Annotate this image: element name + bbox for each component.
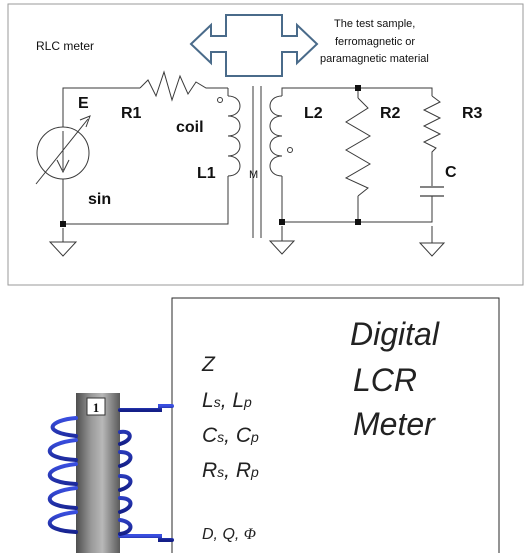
ground-far-right-icon — [418, 226, 446, 257]
motion-arrow-icon — [189, 14, 319, 77]
label-c: C — [445, 164, 457, 181]
ground-left-icon — [48, 228, 78, 257]
label-m: M — [249, 169, 258, 181]
schematic-panel: RLC meter The test sample, ferromagnetic… — [7, 3, 524, 286]
param-z: Z — [201, 353, 216, 376]
coil-winding-icon — [47, 404, 174, 542]
dot-l1-icon — [217, 97, 223, 103]
meter-title-line-2: LCR — [353, 362, 417, 398]
note-line-1: The test sample, — [334, 18, 415, 30]
junction-dots — [60, 85, 361, 227]
resistor-r1-icon — [139, 70, 228, 102]
param-c: Cs, Cp — [202, 424, 259, 447]
meter-title-line-3: Meter — [353, 406, 436, 442]
ac-source-icon — [35, 115, 91, 185]
note-line-2: ferromagnetic or — [335, 36, 415, 48]
param-l: Ls, Lp — [202, 389, 252, 412]
rlc-meter-label: RLC meter — [36, 39, 94, 53]
primary-wiring — [62, 70, 229, 225]
resistor-r3-icon — [422, 95, 442, 186]
label-l1: L1 — [197, 165, 216, 182]
inductor-l2-icon — [269, 95, 283, 177]
label-r3: R3 — [462, 105, 483, 122]
meter-title-line-1: Digital — [350, 316, 440, 352]
param-r: Rs, Rp — [202, 459, 259, 482]
label-l2: L2 — [304, 105, 323, 122]
sample-label-box — [86, 397, 106, 416]
lcr-meter-illustration: 1 Digital LCR Meter Z Ls, Lp Cs, Cp Rs, … — [47, 297, 500, 553]
sample-label: 1 — [93, 400, 100, 415]
label-r1: R1 — [121, 105, 142, 122]
resistor-r2-icon — [344, 97, 371, 197]
core-bars-icon — [252, 86, 262, 238]
note-line-3: paramagnetic material — [320, 53, 429, 65]
ground-right-icon — [268, 226, 296, 255]
meter-box — [171, 297, 500, 553]
inductor-l1-icon — [227, 95, 241, 177]
label-e: E — [78, 95, 89, 112]
param-dq-phi: D, Q, Φ — [202, 526, 256, 543]
sample-core — [76, 393, 120, 553]
label-coil: coil — [176, 119, 204, 136]
dot-l2-icon — [287, 147, 293, 153]
label-r2: R2 — [380, 105, 401, 122]
label-sin: sin — [88, 191, 111, 208]
